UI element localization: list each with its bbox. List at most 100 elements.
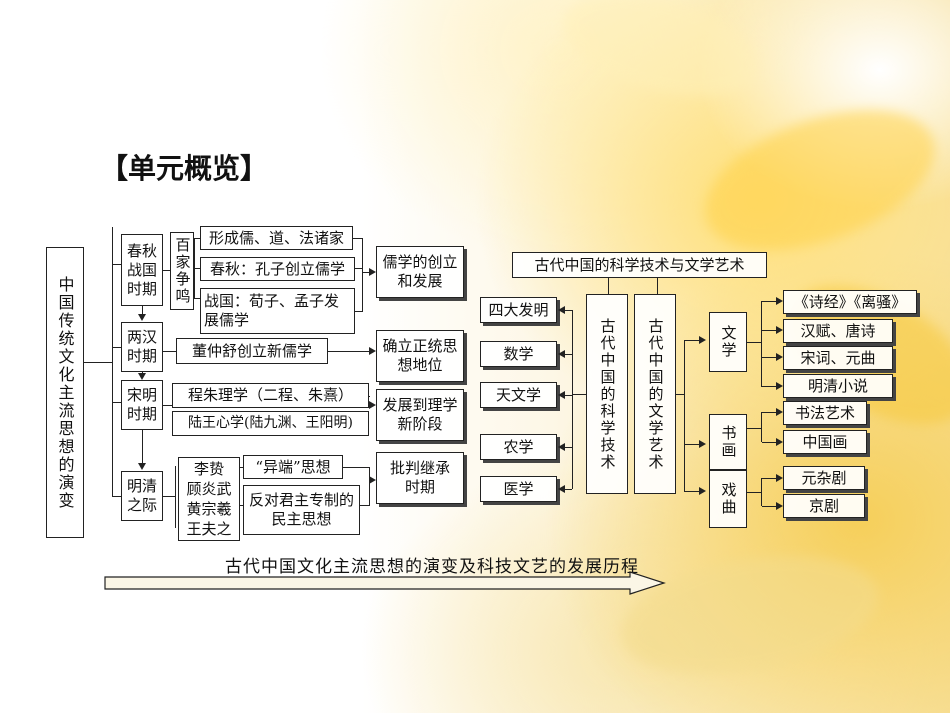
background-petal [612, 538, 888, 692]
science-item: 医学 [480, 476, 557, 502]
node-baijia-zhengming: 百家争鸣 [170, 232, 194, 310]
stage-label: 确立正统思想地位 [382, 337, 458, 374]
connector [163, 270, 171, 271]
arts-group-wenxue: 文学 [709, 312, 747, 372]
science-item: 农学 [480, 434, 557, 460]
connector [355, 268, 362, 269]
connector [685, 444, 699, 445]
connector [761, 301, 762, 387]
arrow-right-icon [699, 440, 706, 448]
stage-label: 批判继承时期 [389, 459, 450, 496]
connector [369, 396, 370, 397]
connector [565, 395, 572, 396]
connector [573, 394, 586, 395]
arts-group-xiqu: 戏曲 [709, 470, 747, 528]
thinker-name: 顾炎武 [186, 480, 232, 498]
shuhua-item: 书法艺术 [783, 401, 867, 425]
node-fandui-junzhu: 反对君主专制的民主思想 [243, 485, 360, 535]
stage-label: 儒学的创立和发展 [382, 253, 458, 290]
node-yiduan: “异端”思想 [243, 455, 343, 479]
shuhua-item: 中国画 [783, 430, 867, 454]
arrow-right-icon [776, 353, 783, 361]
science-item: 四大发明 [480, 297, 557, 323]
background-petal [551, 0, 769, 115]
connector [328, 351, 369, 352]
connector [240, 467, 244, 468]
period-songming: 宋明时期 [121, 380, 163, 430]
connector [762, 442, 776, 443]
connector [747, 492, 761, 493]
period-chunqiu-zhanguo: 春秋战国时期 [121, 234, 163, 306]
node-zhanguo-xunzi-mengzi: 战国：荀子、孟子发展儒学 [200, 288, 355, 334]
arrow-right-icon [776, 382, 783, 390]
connector [353, 238, 362, 239]
wenxue-item: 宋词、元曲 [783, 346, 893, 370]
period-lianghan: 两汉时期 [121, 322, 163, 372]
arrow-left-icon [558, 485, 565, 493]
arrow-left-icon [558, 350, 565, 358]
arrow-right-icon [776, 326, 783, 334]
connector [657, 278, 658, 294]
node-chengzhu: 程朱理学（二程、朱熹） [172, 383, 369, 408]
arrow-right-icon [776, 408, 783, 416]
root-node-mainstream-thought: 中国传统文化主流思想的演变 [46, 247, 84, 538]
page-heading: 【单元概览】 [100, 152, 269, 185]
arrow-down-icon [138, 373, 146, 380]
arts-group-shuhua: 书画 [709, 414, 747, 470]
node-arts-root: 古代中国的文学艺术 [634, 294, 676, 494]
connector [175, 466, 176, 528]
arrow-right-icon [776, 474, 783, 482]
wenxue-item: 明清小说 [783, 374, 893, 398]
stage-label: 发展到理学新阶段 [382, 396, 458, 433]
connector [194, 298, 201, 299]
connector [112, 347, 122, 348]
arrow-right-icon [369, 401, 376, 409]
connector [747, 342, 761, 343]
connector [163, 351, 176, 352]
timeline-caption: 古代中国文化主流思想的演变及科技文艺的发展历程 [225, 557, 639, 577]
period-label: 春秋战国时期 [126, 241, 157, 298]
arrow-right-icon [776, 502, 783, 510]
right-title: 古代中国的科学技术与文学艺术 [512, 252, 767, 278]
xiqu-item: 京剧 [783, 494, 865, 518]
arrow-right-icon [699, 336, 706, 344]
wenxue-item: 《诗经》《离骚》 [783, 290, 917, 314]
thinker-name: 李贽 [193, 460, 224, 478]
connector [360, 505, 369, 506]
arrow-down-icon [138, 314, 146, 321]
period-label: 宋明时期 [126, 386, 157, 423]
period-label: 明清之际 [126, 477, 157, 514]
connector [163, 496, 175, 497]
wenxue-item: 汉赋、唐诗 [783, 319, 893, 343]
connector [565, 354, 572, 355]
xiqu-item: 元杂剧 [783, 466, 865, 490]
connector [762, 386, 776, 387]
connector [762, 301, 776, 302]
connector [565, 447, 572, 448]
thinker-name: 黄宗羲 [186, 500, 232, 518]
connector [355, 311, 362, 312]
node-luwang: 陆王心学(陆九渊、王阳明) [172, 411, 369, 436]
arrow-right-icon [776, 297, 783, 305]
arrow-right-icon [699, 487, 706, 495]
connector [112, 402, 122, 403]
arrow-left-icon [558, 443, 565, 451]
connector [565, 310, 572, 311]
science-item: 天文学 [480, 382, 557, 408]
connector [747, 428, 761, 429]
connector [685, 340, 699, 341]
arrow-down-icon [138, 463, 146, 470]
connector [240, 505, 244, 506]
arrow-left-icon [558, 391, 565, 399]
background-petal [686, 82, 950, 278]
connector [565, 489, 572, 490]
connector [142, 306, 143, 316]
node-spring-schools: 形成儒、道、法诸家 [200, 226, 353, 250]
connector [761, 412, 762, 442]
stage-rujia-chuangli: 儒学的创立和发展 [376, 246, 464, 298]
stage-pipan-jicheng: 批判继承时期 [376, 452, 464, 504]
arrow-right-icon [369, 476, 376, 484]
connector [762, 330, 776, 331]
node-science-root: 古代中国的科学技术 [586, 294, 628, 494]
timeline-arrow-icon [104, 571, 666, 595]
